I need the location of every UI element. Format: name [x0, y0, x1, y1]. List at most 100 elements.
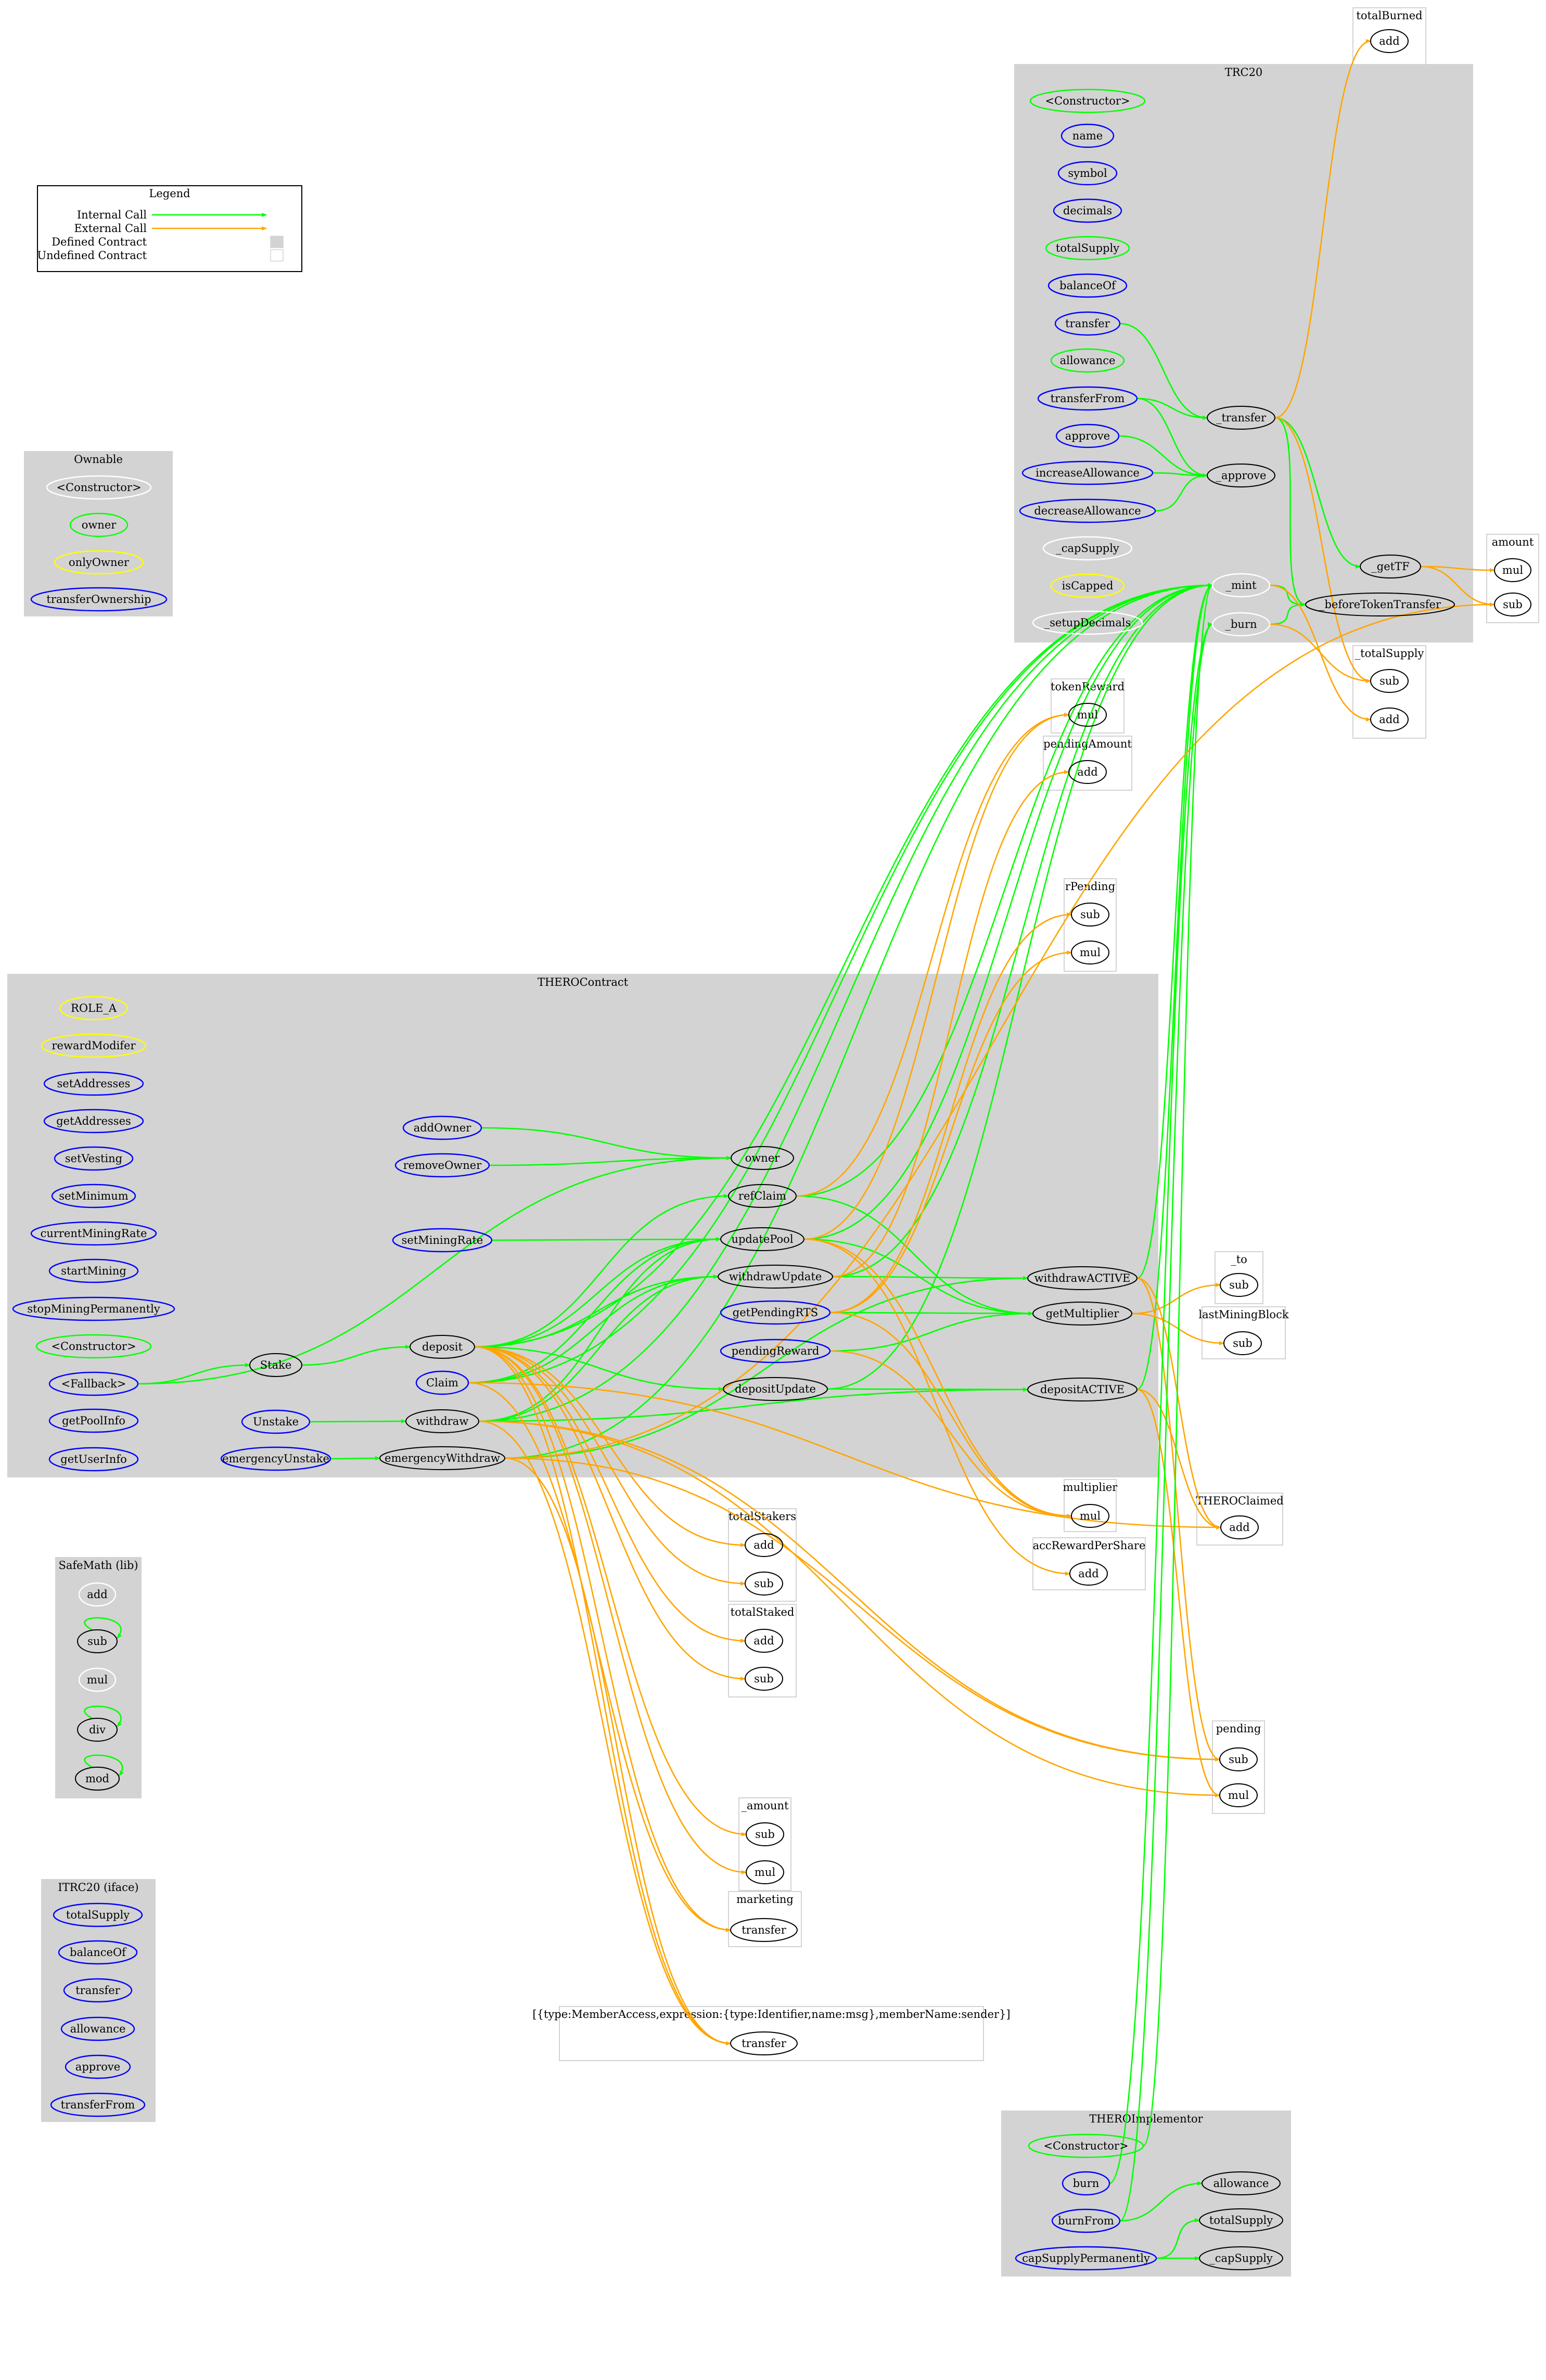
node-ellipse[interactable]	[1360, 555, 1421, 578]
node-c_currentMiningRate[interactable]: currentMiningRate	[30, 1221, 157, 1246]
node-ellipse[interactable]	[1053, 198, 1122, 223]
node-x_totalStakers_sub[interactable]: sub	[745, 1572, 783, 1596]
node-ellipse[interactable]	[51, 1183, 136, 1208]
node-ellipse[interactable]	[1071, 1504, 1109, 1528]
node-ellipse[interactable]	[1054, 311, 1121, 336]
node-t_transferFrom[interactable]: transferFrom	[1037, 386, 1138, 411]
node-i__capSupply[interactable]: _capSupply	[1199, 2246, 1283, 2270]
node-ellipse[interactable]	[730, 1918, 798, 1942]
node-t_transfer[interactable]: transfer	[1054, 311, 1121, 336]
node-ellipse[interactable]	[220, 1446, 331, 1471]
node-ellipse[interactable]	[746, 1822, 784, 1846]
node-ellipse[interactable]	[718, 1265, 833, 1289]
node-ellipse[interactable]	[410, 1335, 475, 1359]
node-c_ctor[interactable]: <Constructor>	[35, 1334, 152, 1359]
node-x_THEROClaimed_add[interactable]: add	[1220, 1515, 1259, 1539]
node-x_tokenReward_mul[interactable]: mul	[1068, 703, 1107, 727]
node-c_removeOwner[interactable]: removeOwner	[394, 1153, 490, 1178]
node-x_rPending_sub[interactable]: sub	[1071, 903, 1109, 927]
node-ellipse[interactable]	[745, 1533, 783, 1557]
node-ellipse[interactable]	[60, 2016, 135, 2041]
node-c_setMinimum[interactable]: setMinimum	[51, 1183, 136, 1208]
node-c_emergencyWithdraw[interactable]: emergencyWithdraw	[379, 1446, 505, 1470]
node-t_isCapped[interactable]: isCapped	[1050, 573, 1125, 598]
node-x_amount_mul[interactable]: mul	[1494, 558, 1531, 582]
node-it_transfer[interactable]: transfer	[63, 1978, 133, 2003]
node-ellipse[interactable]	[1068, 760, 1107, 784]
node-sm_mul[interactable]: mul	[78, 1667, 117, 1692]
node-ellipse[interactable]	[249, 1353, 302, 1377]
node-c_owner[interactable]: owner	[731, 1146, 794, 1170]
node-x_to_sub[interactable]: sub	[1220, 1273, 1258, 1297]
node-ellipse[interactable]	[1207, 406, 1275, 430]
node-t_decreaseAllowance[interactable]: decreaseAllowance	[1019, 498, 1156, 523]
node-ellipse[interactable]	[241, 1409, 311, 1434]
node-ellipse[interactable]	[77, 1629, 118, 1653]
node-sm_div[interactable]: div	[77, 1718, 118, 1742]
node-ellipse[interactable]	[58, 1940, 138, 1965]
node-ellipse[interactable]	[728, 1184, 797, 1208]
node-ellipse[interactable]	[1045, 236, 1130, 261]
node-t_decimals[interactable]: decimals	[1053, 198, 1122, 223]
node-ellipse[interactable]	[745, 1572, 783, 1596]
node-ellipse[interactable]	[720, 1339, 831, 1363]
node-ellipse[interactable]	[1050, 348, 1125, 373]
node-ellipse[interactable]	[1071, 903, 1109, 927]
node-ellipse[interactable]	[41, 1033, 147, 1058]
node-c_Unstake[interactable]: Unstake	[241, 1409, 311, 1434]
node-c_rewardModifer[interactable]: rewardModifer	[41, 1033, 147, 1058]
node-x_totalStaked_sub[interactable]: sub	[745, 1667, 783, 1691]
node-it_approve[interactable]: approve	[65, 2054, 131, 2079]
node-x_totalBurned_add[interactable]: add	[1370, 29, 1409, 53]
node-t_allowance[interactable]: allowance	[1050, 348, 1125, 373]
node-ellipse[interactable]	[1068, 703, 1107, 727]
node-it_balanceOf[interactable]: balanceOf	[58, 1940, 138, 1965]
node-ellipse[interactable]	[53, 1902, 143, 1927]
node-ellipse[interactable]	[402, 1115, 482, 1140]
node-c_addOwner[interactable]: addOwner	[402, 1115, 482, 1140]
node-x_rPending_mul[interactable]: mul	[1071, 941, 1109, 964]
node-ellipse[interactable]	[50, 2092, 146, 2117]
node-ellipse[interactable]	[1027, 1378, 1138, 1401]
node-t__transfer[interactable]: _transfer	[1207, 406, 1275, 430]
node-it_transferFrom[interactable]: transferFrom	[50, 2092, 146, 2117]
node-x__amount_sub[interactable]: sub	[746, 1822, 784, 1846]
node-ellipse[interactable]	[35, 1334, 152, 1359]
node-x_msgsender_transfer[interactable]: transfer	[730, 2031, 798, 2055]
node-ellipse[interactable]	[48, 1447, 139, 1472]
node-ellipse[interactable]	[720, 1300, 831, 1325]
node-t__mint[interactable]: _mint	[1211, 573, 1271, 598]
node-ellipse[interactable]	[1207, 464, 1275, 487]
node-ellipse[interactable]	[379, 1446, 505, 1470]
node-ellipse[interactable]	[63, 1978, 133, 2003]
node-c_getAddresses[interactable]: getAddresses	[43, 1109, 144, 1134]
node-ellipse[interactable]	[48, 1258, 139, 1283]
node-ellipse[interactable]	[77, 1718, 118, 1742]
node-x_lastMiningBlock_sub[interactable]: sub	[1223, 1331, 1262, 1355]
node-ellipse[interactable]	[1027, 1266, 1138, 1290]
node-c_getPendingRTS[interactable]: getPendingRTS	[720, 1300, 831, 1325]
node-c_withdrawUpdate[interactable]: withdrawUpdate	[718, 1265, 833, 1289]
node-x_totalStaked_add[interactable]: add	[745, 1629, 783, 1653]
node-t_balanceOf[interactable]: balanceOf	[1047, 273, 1128, 298]
node-ellipse[interactable]	[1219, 1747, 1258, 1771]
node-x__amount_mul[interactable]: mul	[746, 1860, 784, 1884]
node-x_accRewardPerShare_add[interactable]: add	[1069, 1562, 1108, 1586]
node-c_getUserInfo[interactable]: getUserInfo	[48, 1447, 139, 1472]
node-sm_add[interactable]: add	[78, 1582, 117, 1607]
node-ellipse[interactable]	[415, 1370, 469, 1395]
node-ellipse[interactable]	[1047, 273, 1128, 298]
node-t__approve[interactable]: _approve	[1207, 464, 1275, 487]
node-own_ctor[interactable]: <Constructor>	[46, 475, 152, 500]
node-t__getTF[interactable]: _getTF	[1360, 555, 1421, 578]
node-t_approve[interactable]: approve	[1055, 423, 1120, 448]
node-c_Claim[interactable]: Claim	[415, 1370, 469, 1395]
node-ellipse[interactable]	[30, 587, 168, 612]
node-x_pendingAmount_add[interactable]: add	[1068, 760, 1107, 784]
node-it_allowance[interactable]: allowance	[60, 2016, 135, 2041]
node-ellipse[interactable]	[54, 550, 144, 575]
node-i_burnFrom[interactable]: burnFrom	[1051, 2208, 1121, 2233]
node-t_setupDecimals[interactable]: _setupDecimals	[1032, 610, 1143, 635]
node-c_ROLE_A[interactable]: ROLE_A	[59, 996, 129, 1021]
node-ellipse[interactable]	[1211, 612, 1271, 637]
